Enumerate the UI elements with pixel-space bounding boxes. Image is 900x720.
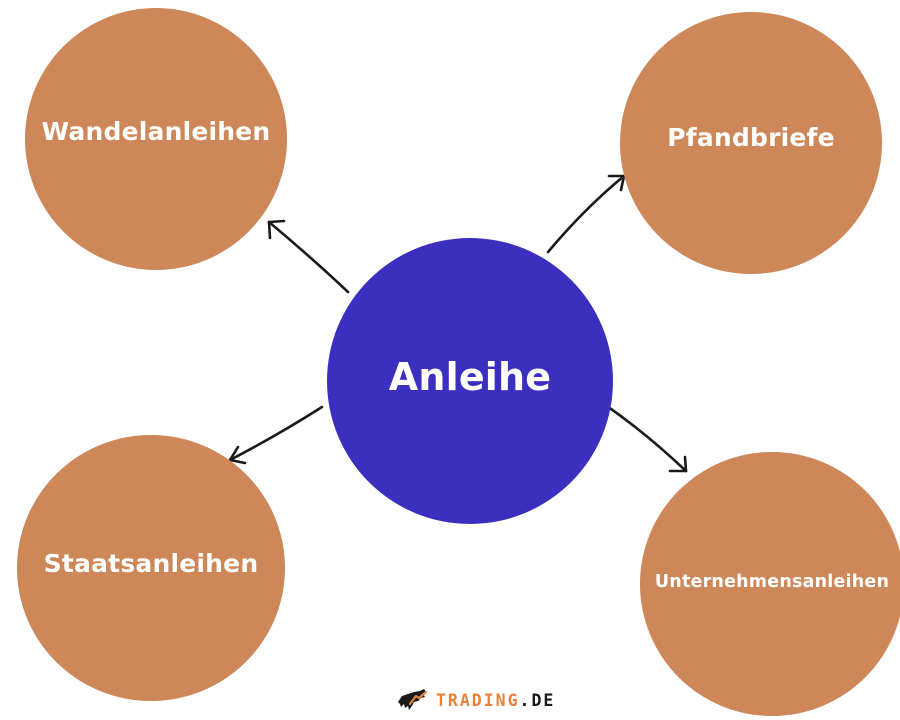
arrow-to-unternehmensanleihen	[602, 402, 688, 473]
arrowhead-unternehmensanleihen	[668, 455, 688, 473]
node-unternehmensanleihen: Unternehmensanleihen	[640, 452, 900, 716]
node-anleihe-center: Anleihe	[327, 238, 613, 524]
arrowhead-pfandbriefe	[607, 174, 626, 192]
node-label: Pfandbriefe	[667, 122, 835, 152]
node-pfandbriefe: Pfandbriefe	[620, 12, 882, 274]
node-label: Wandelanleihen	[41, 116, 271, 146]
bull-icon	[398, 689, 428, 710]
arrowhead-wandelanleihen	[267, 219, 286, 240]
arrowhead-staatsanleihen	[228, 445, 247, 465]
logo-brand-tld: .DE	[519, 690, 556, 710]
logo-brand-main: TRADING	[436, 690, 520, 710]
logo-text: TRADING.DE	[436, 691, 555, 710]
node-wandelanleihen: Wandelanleihen	[25, 8, 287, 270]
arrow-to-wandelanleihen	[267, 220, 350, 294]
arrow-to-staatsanleihen	[228, 405, 324, 462]
node-staatsanleihen: Staatsanleihen	[17, 435, 285, 701]
node-label: Unternehmensanleihen	[654, 572, 890, 592]
trading-de-logo[interactable]: TRADING.DE	[396, 686, 555, 714]
center-label: Anleihe	[388, 355, 552, 399]
arrow-to-pfandbriefe	[546, 174, 626, 254]
node-label: Staatsanleihen	[43, 548, 259, 578]
